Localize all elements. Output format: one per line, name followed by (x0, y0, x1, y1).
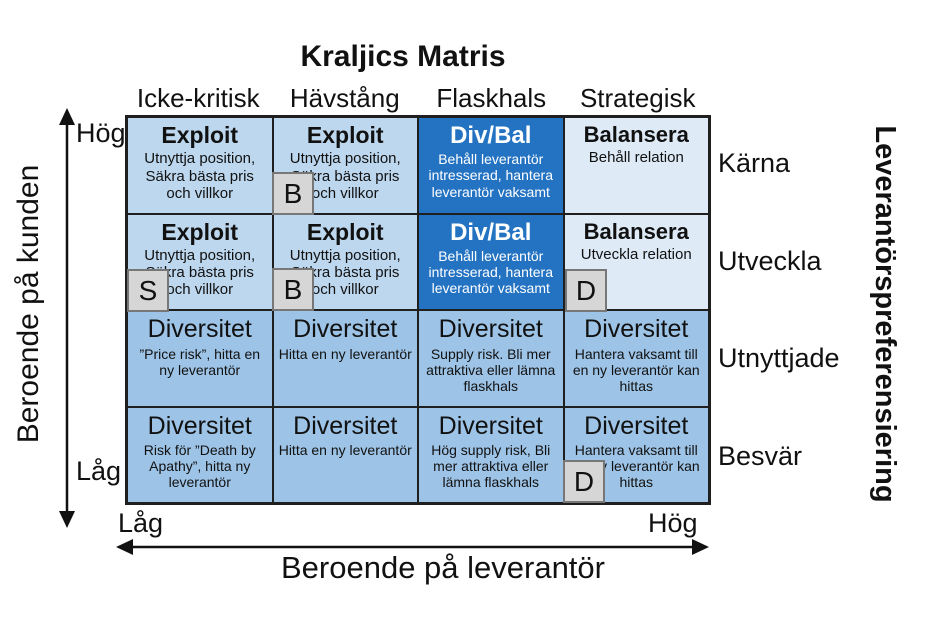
marker-token-d-row2[interactable]: D (565, 269, 607, 312)
cell-heading: Exploit (161, 218, 239, 245)
left-axis-low-tick: Låg (76, 456, 122, 486)
matrix-cell-r1c3: Div/Bal Behåll leverantör intresserad, h… (418, 117, 564, 214)
row-labels: Kärna Utveckla Utnyttjade Besvär (718, 115, 840, 505)
cell-text: Utnyttja position, Säkra bästa pris och … (289, 246, 401, 299)
column-header-flaskhals: Flaskhals (436, 83, 547, 113)
cell-text: Behåll leverantör intresserad, hantera l… (428, 151, 554, 200)
cell-text: Utveckla relation (580, 245, 692, 263)
left-axis-title: Beroende på kunden (12, 164, 45, 444)
row-label-karna: Kärna (718, 148, 791, 179)
cell-text: ”Price risk”, hitta en ny leverantör (139, 345, 261, 378)
row-label-utnyttjade: Utnyttjade (718, 343, 840, 374)
cell-text: Supply risk. Bli mer attraktiva eller lä… (426, 345, 556, 394)
cell-text: Hög supply risk, Bli mer attraktiva elle… (431, 442, 551, 491)
matrix-cell-r3c3: Diversitet Supply risk. Bli mer attrakti… (418, 310, 564, 407)
column-headers: Icke-kritisk Hävstång Flaskhals Strategi… (125, 82, 711, 114)
cell-text: Risk för ”Death by Apathy”, hitta ny lev… (143, 442, 256, 491)
left-axis-high-tick: Hög (76, 118, 126, 148)
matrix-cell-r3c2: Diversitet Hitta en ny leverantör (272, 310, 418, 407)
column-header-havstang: Hävstång (289, 83, 400, 113)
cell-heading: Diversitet (438, 315, 543, 343)
cell-text: Hitta en ny leverantör (278, 442, 412, 458)
cell-heading: Div/Bal (450, 122, 532, 149)
cell-heading: Exploit (306, 218, 384, 245)
matrix-cell-r4c2: Diversitet Hitta en ny leverantör (272, 406, 418, 503)
page-title: Kraljics Matris (300, 40, 506, 73)
matrix-cell-r2c3: Div/Bal Behåll leverantör intresserad, h… (418, 213, 564, 310)
matrix-cell-r2c2: Exploit Utnyttja position, Säkra bästa p… (272, 213, 418, 310)
cell-heading: Diversitet (438, 411, 543, 440)
bottom-axis-low-tick: Låg (118, 508, 164, 538)
column-header-strategisk: Strategisk (579, 83, 696, 113)
cell-text: Utnyttja position, Säkra bästa pris och … (144, 246, 256, 299)
cell-text: Hantera vaksamt till en ny leverantör ka… (572, 345, 700, 394)
row-label-besvar: Besvär (718, 440, 803, 471)
row-label-utveckla: Utveckla (718, 245, 822, 276)
cell-text: Hitta en ny leverantör (278, 345, 412, 362)
matrix-grid: Exploit Utnyttja position, Säkra bästa p… (125, 115, 711, 505)
cell-heading: Exploit (306, 122, 384, 148)
column-header-icke-kritisk: Icke-kritisk (136, 83, 260, 113)
cell-heading: Diversitet (147, 315, 252, 343)
matrix-cell-r4c1: Diversitet Risk för ”Death by Apathy”, h… (127, 406, 273, 503)
cell-heading: Diversitet (584, 315, 689, 343)
bottom-axis-title: Beroende på leverantör (280, 550, 605, 585)
marker-token-d-row4[interactable]: D (563, 460, 605, 503)
vertical-axis-arrow (59, 108, 75, 528)
matrix-cell-r4c3: Diversitet Hög supply risk, Bli mer attr… (418, 406, 564, 503)
cell-heading: Balansera (583, 122, 689, 147)
cell-heading: Exploit (161, 122, 239, 148)
cell-text: Utnyttja position, Säkra bästa pris och … (289, 150, 401, 202)
marker-token-b-row2[interactable]: B (272, 268, 314, 311)
matrix-cell-r3c4: Diversitet Hantera vaksamt till en ny le… (563, 310, 709, 407)
marker-token-b-row1[interactable]: B (272, 172, 314, 215)
cell-heading: Diversitet (293, 411, 398, 440)
cell-text: Utnyttja position, Säkra bästa pris och … (144, 150, 256, 202)
cell-heading: Div/Bal (450, 218, 532, 246)
cell-heading: Diversitet (147, 411, 252, 440)
cell-text: Behåll relation (588, 149, 684, 167)
matrix-cell-r1c1: Exploit Utnyttja position, Säkra bästa p… (127, 117, 273, 214)
cell-heading: Diversitet (293, 315, 398, 343)
cell-heading: Balansera (583, 218, 689, 244)
bottom-axis-high-tick: Hög (648, 508, 698, 538)
marker-token-s-row2[interactable]: S (127, 269, 169, 312)
cell-heading: Diversitet (584, 411, 689, 440)
cell-text: Behåll leverantör intresserad, hantera l… (428, 247, 554, 297)
right-axis-title: Leverantörspreferensiering (869, 125, 901, 503)
matrix-cell-r3c1: Diversitet ”Price risk”, hitta en ny lev… (127, 310, 273, 407)
matrix-cell-r1c4: Balansera Behåll relation (563, 117, 709, 214)
